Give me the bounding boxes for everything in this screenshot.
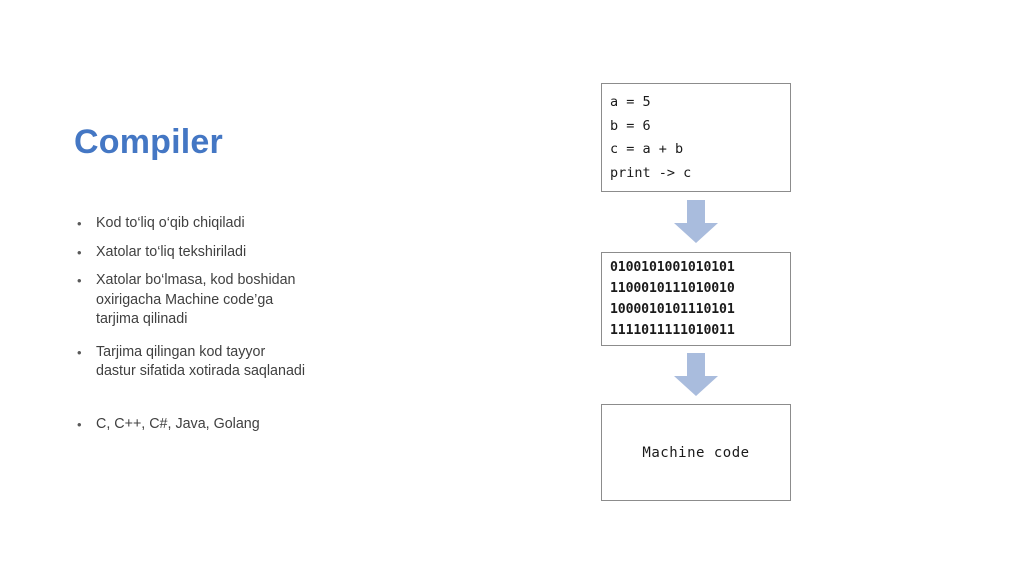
code-line: print -> c xyxy=(610,164,692,181)
list-item-text: Xatolar to‘liq tekshiriladi xyxy=(96,243,247,260)
code-line: 1100010111010010 xyxy=(610,281,735,296)
list-item-text: Kod to‘liq o‘qib chiqiladi xyxy=(96,215,245,231)
list-item-text: C, C++, C#, Java, Golang xyxy=(96,415,260,432)
spacer xyxy=(74,330,474,343)
bullet-point-icon: • xyxy=(77,416,82,432)
arrow-down-icon xyxy=(674,200,718,243)
spacer xyxy=(74,234,474,243)
code-line: b = 6 xyxy=(610,117,651,134)
list-item: • Xatolar bo‘lmasa, kod boshidan oxiriga… xyxy=(74,271,474,330)
bullet-point-icon: • xyxy=(77,273,82,288)
spacer xyxy=(601,244,791,252)
bullet-point-icon: • xyxy=(77,344,82,360)
spacer xyxy=(601,192,791,200)
list-item: • C, C++, C#, Java, Golang xyxy=(74,415,474,435)
list-item: • Xatolar to‘liq tekshiriladi xyxy=(74,243,474,263)
machine-code-label: Machine code xyxy=(642,444,750,461)
compilation-flow-diagram: a = 5 b = 6 c = a + b print -> c 0100101… xyxy=(601,83,791,501)
flow-arrow-2 xyxy=(601,353,791,397)
spacer xyxy=(601,346,791,353)
code-line: 1000010101110101 xyxy=(610,302,735,317)
page-title: Compiler xyxy=(74,123,223,161)
code-line: a = 5 xyxy=(610,94,651,110)
spacer xyxy=(601,397,791,404)
list-item: • Kod to‘liq o‘qib chiqiladi xyxy=(74,214,474,234)
spacer xyxy=(74,382,474,415)
list-item-text: Tarjima qilingan kod tayyor dastur sifat… xyxy=(96,343,306,380)
code-line: 1111011111010011 xyxy=(610,323,735,338)
bullet-list: • Kod to‘liq o‘qib chiqiladi • Xatolar t… xyxy=(74,214,474,434)
bullet-point-icon: • xyxy=(77,244,82,260)
list-item-text: Xatolar bo‘lmasa, kod boshidan oxirigach… xyxy=(96,272,296,327)
bullet-point-icon: • xyxy=(77,216,82,231)
arrow-down-icon xyxy=(674,353,718,396)
flow-arrow-1 xyxy=(601,200,791,244)
list-item: • Tarjima qilingan kod tayyor dastur sif… xyxy=(74,343,474,382)
source-code-box: a = 5 b = 6 c = a + b print -> c xyxy=(601,83,791,192)
code-line: c = a + b xyxy=(610,141,684,157)
machine-code-box: Machine code xyxy=(601,404,791,501)
spacer xyxy=(74,262,474,271)
code-line: 0100101001010101 xyxy=(610,260,735,275)
binary-code-box: 0100101001010101 1100010111010010 100001… xyxy=(601,252,791,346)
